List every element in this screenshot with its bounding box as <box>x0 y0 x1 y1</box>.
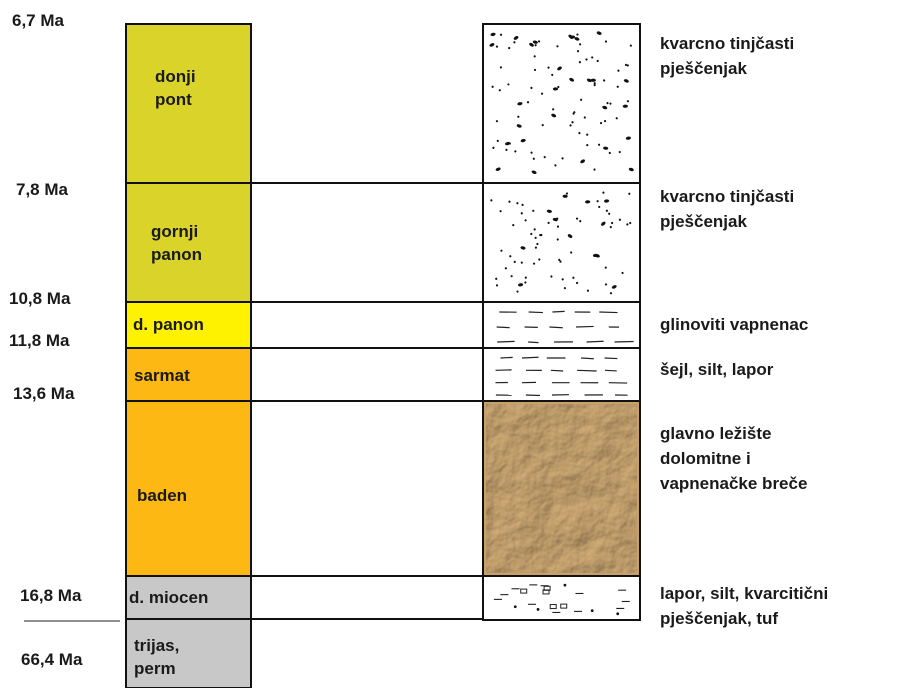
lithology-frame <box>483 348 640 401</box>
lithology-column <box>483 24 640 620</box>
unit-label-line: baden <box>137 486 187 505</box>
shale-dash <box>576 326 594 327</box>
lithology-block <box>483 183 640 302</box>
age-label: 16,8 Ma <box>20 586 82 605</box>
sand-grain <box>564 584 567 587</box>
unit-label-line: gornji <box>151 222 198 241</box>
age-label: 13,6 Ma <box>13 384 75 403</box>
shale-dash <box>497 327 510 328</box>
age-label: 7,8 Ma <box>16 180 69 199</box>
unit-label-line: perm <box>134 659 176 678</box>
sand-grain <box>563 195 568 198</box>
unit-label: d. panon <box>133 315 204 334</box>
sand-grain <box>616 612 619 615</box>
age-label: 66,4 Ma <box>21 650 83 669</box>
lithology-frame <box>483 24 640 183</box>
shale-dash <box>587 341 604 342</box>
lithology-label: kvarcno tinjčasti pješčenjak <box>660 34 794 78</box>
lithology-label-line: pješčenjak <box>660 59 747 78</box>
lithology-label-line: pješčenjak, tuf <box>660 609 778 628</box>
lithology-label: lapor, silt, kvarcitični pješčenjak, tuf <box>660 584 828 628</box>
unit-label-line: trijas, <box>134 636 179 655</box>
shale-dash <box>549 327 562 328</box>
breccia-texture <box>486 404 637 573</box>
shale-dash <box>581 358 594 359</box>
lithology-label-line: pješčenjak <box>660 212 747 231</box>
shale-dash <box>615 341 634 342</box>
shale-dash <box>552 311 564 312</box>
lithology-label-line: šejl, silt, lapor <box>660 360 774 379</box>
lithology-label-line: vapnenačke breče <box>660 474 807 493</box>
shale-dash <box>522 357 539 358</box>
sand-grain <box>514 605 517 608</box>
lithology-labels: kvarcno tinjčastipješčenjakkvarcno tinjč… <box>660 34 828 628</box>
age-label: 10,8 Ma <box>9 289 71 308</box>
age-labels: 6,7 Ma 7,8 Ma 10,8 Ma 11,8 Ma 13,6 Ma 16,8 Ma… <box>9 11 120 669</box>
shale-dash <box>500 357 512 358</box>
age-label: 6,7 Ma <box>12 11 65 30</box>
shale-dash <box>528 342 538 343</box>
unit-label-line: d. miocen <box>129 588 208 607</box>
unit-label: d. miocen <box>129 588 208 607</box>
lithology-label-line: kvarcno tinjčasti <box>660 187 794 206</box>
unit-label-line: pont <box>155 90 192 109</box>
lithology-label-line: glavno ležište <box>660 424 771 443</box>
shale-dash <box>497 341 514 342</box>
lithology-label: šejl, silt, lapor <box>660 360 774 379</box>
unit-block <box>126 183 251 302</box>
sand-grain <box>591 609 594 612</box>
unit-label-line: panon <box>151 245 202 264</box>
shale-dash <box>577 370 596 371</box>
lithology-block <box>483 401 640 576</box>
lithology-label-line: lapor, silt, kvarcitični <box>660 584 828 603</box>
shale-dash <box>529 312 543 313</box>
lithology-label-line: dolomitne i <box>660 449 751 468</box>
lithology-label: glinoviti vapnenac <box>660 315 808 334</box>
lithology-block <box>483 302 640 348</box>
lithology-label: kvarcno tinjčasti pješčenjak <box>660 187 794 231</box>
lithology-label-line: kvarcno tinjčasti <box>660 34 794 53</box>
unit-label-line: d. panon <box>133 315 204 334</box>
unit-label: sarmat <box>134 366 190 385</box>
lithology-frame <box>483 183 640 302</box>
lithology-label: glavno ležište dolomitne i vapnenačke breč… <box>660 424 807 493</box>
age-label: 11,8 Ma <box>9 331 70 350</box>
shale-dash <box>605 358 618 359</box>
sand-grain <box>535 237 537 239</box>
shale-dash <box>526 395 540 396</box>
sand-grain <box>537 608 540 611</box>
lithology-block <box>483 576 640 620</box>
unit-label-line: sarmat <box>134 366 190 385</box>
stratigraphic-unit-column: donji pont gornji panon d. panon sarmat baden d… <box>126 24 251 688</box>
unit-label: baden <box>137 486 187 505</box>
shale-dash <box>605 370 617 371</box>
lithology-label-line: glinoviti vapnenac <box>660 315 808 334</box>
boundary-connector-lines <box>251 183 483 619</box>
lithology-block <box>483 24 640 183</box>
shale-dash <box>599 312 617 313</box>
unit-label-line: donji <box>155 67 196 86</box>
lithology-block <box>483 348 640 401</box>
shale-dash <box>551 370 563 371</box>
